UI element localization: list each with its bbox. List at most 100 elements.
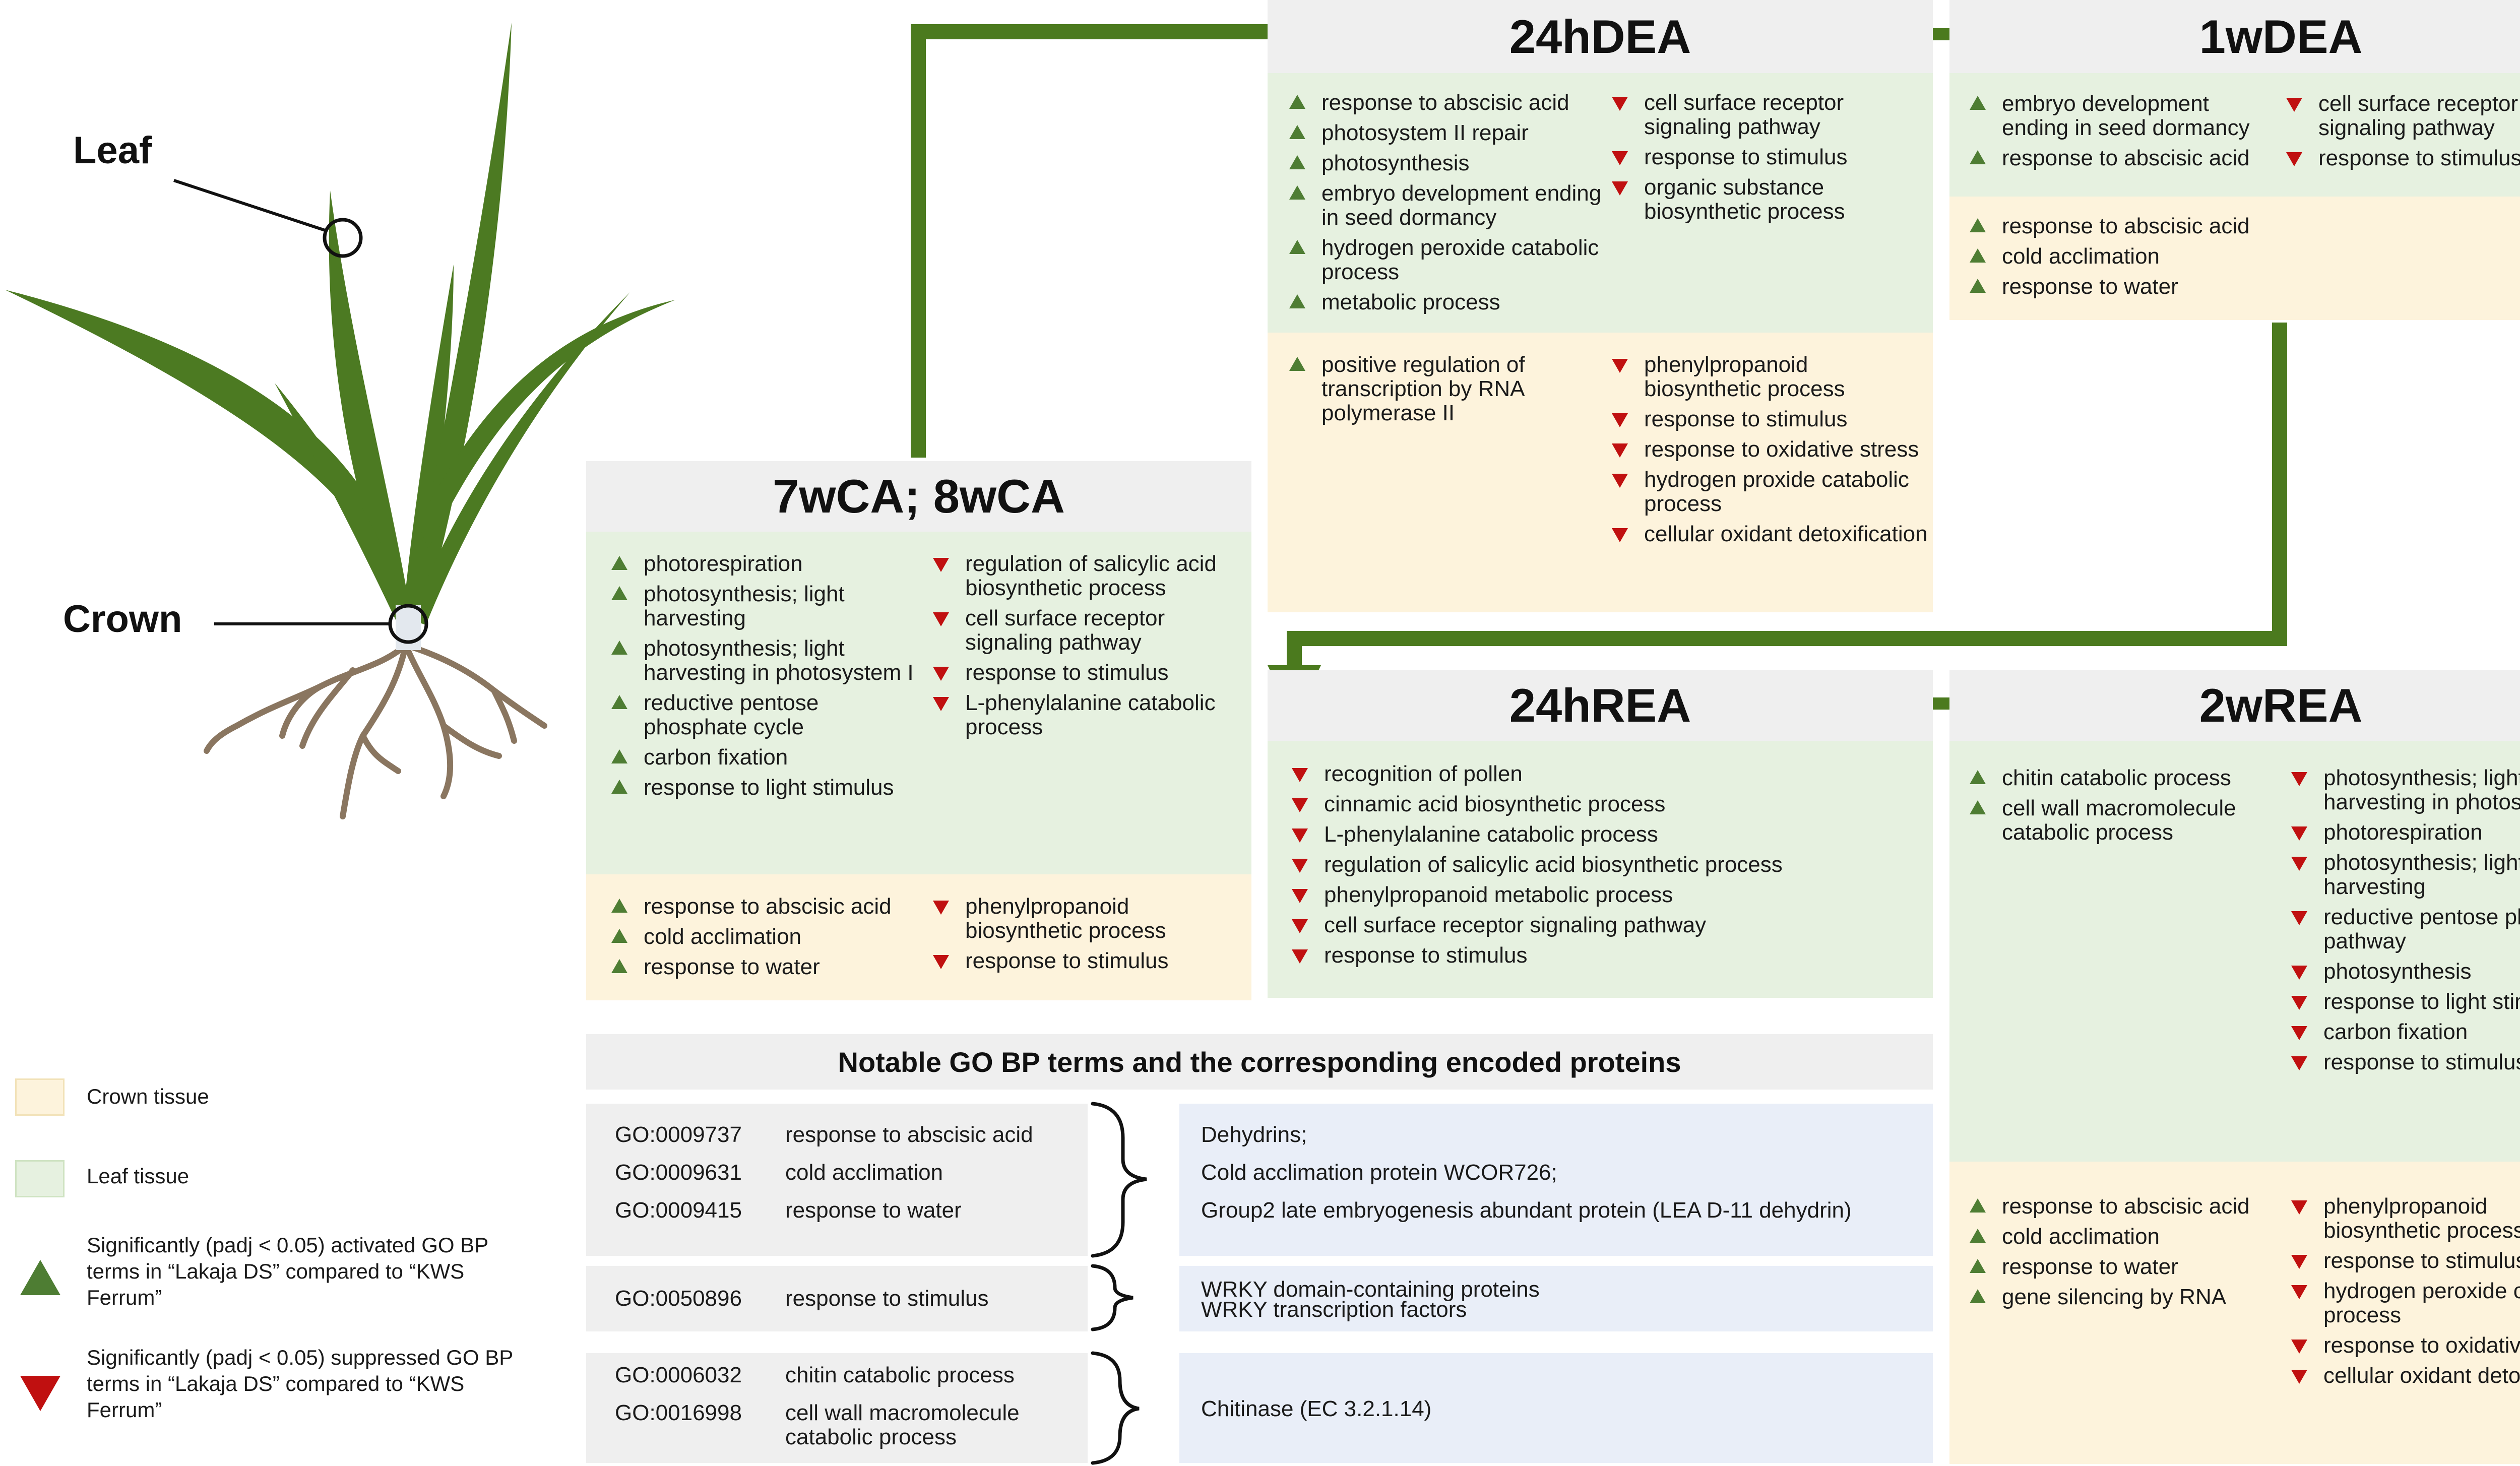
up-triangle-icon: [611, 959, 627, 973]
protein-name: WRKY domain-containing proteins: [1201, 1277, 1540, 1302]
suppressed-go-term: organic substance biosynthetic process: [1608, 175, 1930, 224]
down-triangle-icon: [1612, 181, 1628, 196]
legend-leaf-swatch: [15, 1160, 65, 1197]
go-id: GO:0009631: [615, 1160, 742, 1185]
down-triangle-icon: [1292, 889, 1308, 903]
suppressed-go-term: response to stimulus: [2282, 146, 2520, 170]
down-triangle-icon: [2291, 1255, 2307, 1269]
legend-down-label: Significantly (padj < 0.05) suppressed G…: [87, 1346, 513, 1422]
down-triangle-icon: [933, 612, 949, 626]
go-term-label: response to stimulus: [1644, 407, 1848, 431]
suppressed-go-term: response to stimulus: [1608, 145, 1930, 169]
go-term-label: response to stimulus: [2323, 1050, 2520, 1074]
go-term-label: cinnamic acid biosynthetic process: [1324, 792, 1666, 816]
go-term: response to water: [785, 1198, 962, 1223]
activated-go-term: embryo development ending in seed dorman…: [1285, 181, 1608, 230]
suppressed-go-term: recognition of pollen: [1288, 762, 1923, 786]
suppressed-go-term: L-phenylalanine catabolic process: [929, 691, 1246, 739]
down-triangle-icon: [933, 697, 949, 711]
suppressed-go-term: cinnamic acid biosynthetic process: [1288, 792, 1923, 816]
up-triangle-icon: [1970, 96, 1986, 110]
down-triangle-icon: [1292, 919, 1308, 933]
up-triangle-icon: [1970, 150, 1986, 164]
go-group-3-box: [586, 1353, 1088, 1463]
leaf-marker-circle: [323, 218, 363, 258]
go-term-label: response to abscisic acid: [2002, 214, 2250, 238]
go-term-label: photorespiration: [2323, 820, 2483, 845]
go-term: cold acclimation: [785, 1160, 943, 1185]
activated-go-term: photosystem II repair: [1285, 121, 1608, 145]
go-term-label: response to abscisic acid: [1321, 90, 1569, 115]
suppressed-go-term: response to stimulus: [1608, 407, 1930, 431]
up-triangle-icon: [1289, 357, 1305, 371]
go-term: chitin catabolic process: [785, 1363, 1015, 1387]
activated-go-term: positive regulation of transcription by …: [1285, 353, 1588, 425]
down-triangle-icon: [1612, 359, 1628, 373]
crown-label: Crown: [63, 598, 182, 641]
p24hrea-leaf-down: recognition of pollen cinnamic acid biosy…: [1288, 762, 1923, 974]
up-triangle-icon: [1289, 240, 1305, 254]
go-term-label: response to light stimulus: [2323, 989, 2520, 1014]
up-triangle-icon: [1970, 800, 1986, 814]
activated-go-term: embryo development ending in seed dorman…: [1966, 92, 2278, 140]
go-term-label: reductive pentose phosphate pathway: [2323, 905, 2520, 953]
down-triangle-icon: [2291, 1200, 2307, 1215]
up-triangle-icon: [1970, 1229, 1986, 1243]
go-term-label: response to oxidative stress: [1644, 437, 1919, 462]
up-triangle-icon: [1289, 125, 1305, 139]
up-triangle-icon: [1970, 1198, 1986, 1213]
protein-name: Chitinase (EC 3.2.1.14): [1201, 1396, 1432, 1421]
up-triangle-icon: [1289, 155, 1305, 169]
go-term-label: response to light stimulus: [644, 775, 894, 800]
crown-marker-circle: [388, 604, 428, 644]
suppressed-go-term: cellular oxidant detoxification: [1608, 522, 1930, 546]
panel-1wdea-leaf-section: [1949, 73, 2520, 197]
down-triangle-icon: [1292, 768, 1308, 782]
go-id: GO:0006032: [615, 1363, 742, 1387]
up-triangle-icon: [1289, 185, 1305, 200]
go-id: GO:0009737: [615, 1122, 742, 1147]
up-triangle-icon: [611, 899, 627, 913]
down-triangle-icon: [2286, 152, 2302, 166]
up-triangle-icon: [611, 695, 627, 709]
down-triangle-icon: [1612, 413, 1628, 427]
down-triangle-icon: [2291, 1026, 2307, 1040]
go-id: GO:0050896: [615, 1286, 742, 1311]
protein-name: WRKY transcription factors: [1201, 1297, 1467, 1322]
protein-group-3-box: [1179, 1353, 1933, 1463]
suppressed-go-term: reductive pentose phosphate pathway: [2287, 905, 2520, 953]
go-term-label: cell surface receptor signaling pathway: [2318, 91, 2518, 140]
down-triangle-icon: [2291, 966, 2307, 980]
go-group-1-box: [586, 1104, 1088, 1256]
up-triangle-icon: [611, 929, 627, 943]
brace-group: [1091, 1102, 1147, 1465]
activated-go-term: response to abscisic acid: [1966, 146, 2278, 170]
suppressed-go-term: response to stimulus: [2287, 1050, 2520, 1074]
go-term-label: cell surface receptor signaling pathway: [1324, 913, 1707, 937]
suppressed-go-term: phenylpropanoid biosynthetic process: [1608, 353, 1930, 401]
suppressed-go-term: regulation of salicylic acid biosyntheti…: [929, 552, 1246, 600]
up-triangle-icon: [1970, 1289, 1986, 1303]
go-term: cell wall macromolecule catabolic proces…: [785, 1400, 1020, 1449]
go-term-label: photosynthesis; light harvesting in phot…: [644, 636, 914, 685]
down-triangle-icon: [2291, 1370, 2307, 1384]
go-term-label: cold acclimation: [2002, 1224, 2160, 1249]
suppressed-go-term: photosynthesis: [2287, 960, 2520, 984]
go-term-label: response to stimulus: [2323, 1248, 2520, 1273]
go-term-label: regulation of salicylic acid biosyntheti…: [1324, 852, 1783, 877]
activated-go-term: carbon fixation: [607, 745, 920, 770]
suppressed-go-term: hydrogen proxide catabolic process: [1608, 468, 1930, 516]
activated-go-term: cold acclimation: [1966, 1225, 2278, 1249]
down-triangle-icon: [2291, 911, 2307, 925]
flow-arrow-7w-to-24hDEA: [911, 6, 1323, 458]
brace-1: [1091, 1102, 1147, 1258]
down-triangle-icon: [2291, 1285, 2307, 1299]
suppressed-go-term: response to oxidative stress: [2287, 1333, 2520, 1358]
go-term-label: cold acclimation: [644, 924, 802, 949]
go-term-label: hydrogen proxide catabolic process: [1644, 467, 1909, 516]
suppressed-go-term: carbon fixation: [2287, 1020, 2520, 1044]
down-triangle-icon: [1612, 528, 1628, 542]
go-term-label: hydrogen peroxide catabolic process: [1321, 235, 1599, 284]
